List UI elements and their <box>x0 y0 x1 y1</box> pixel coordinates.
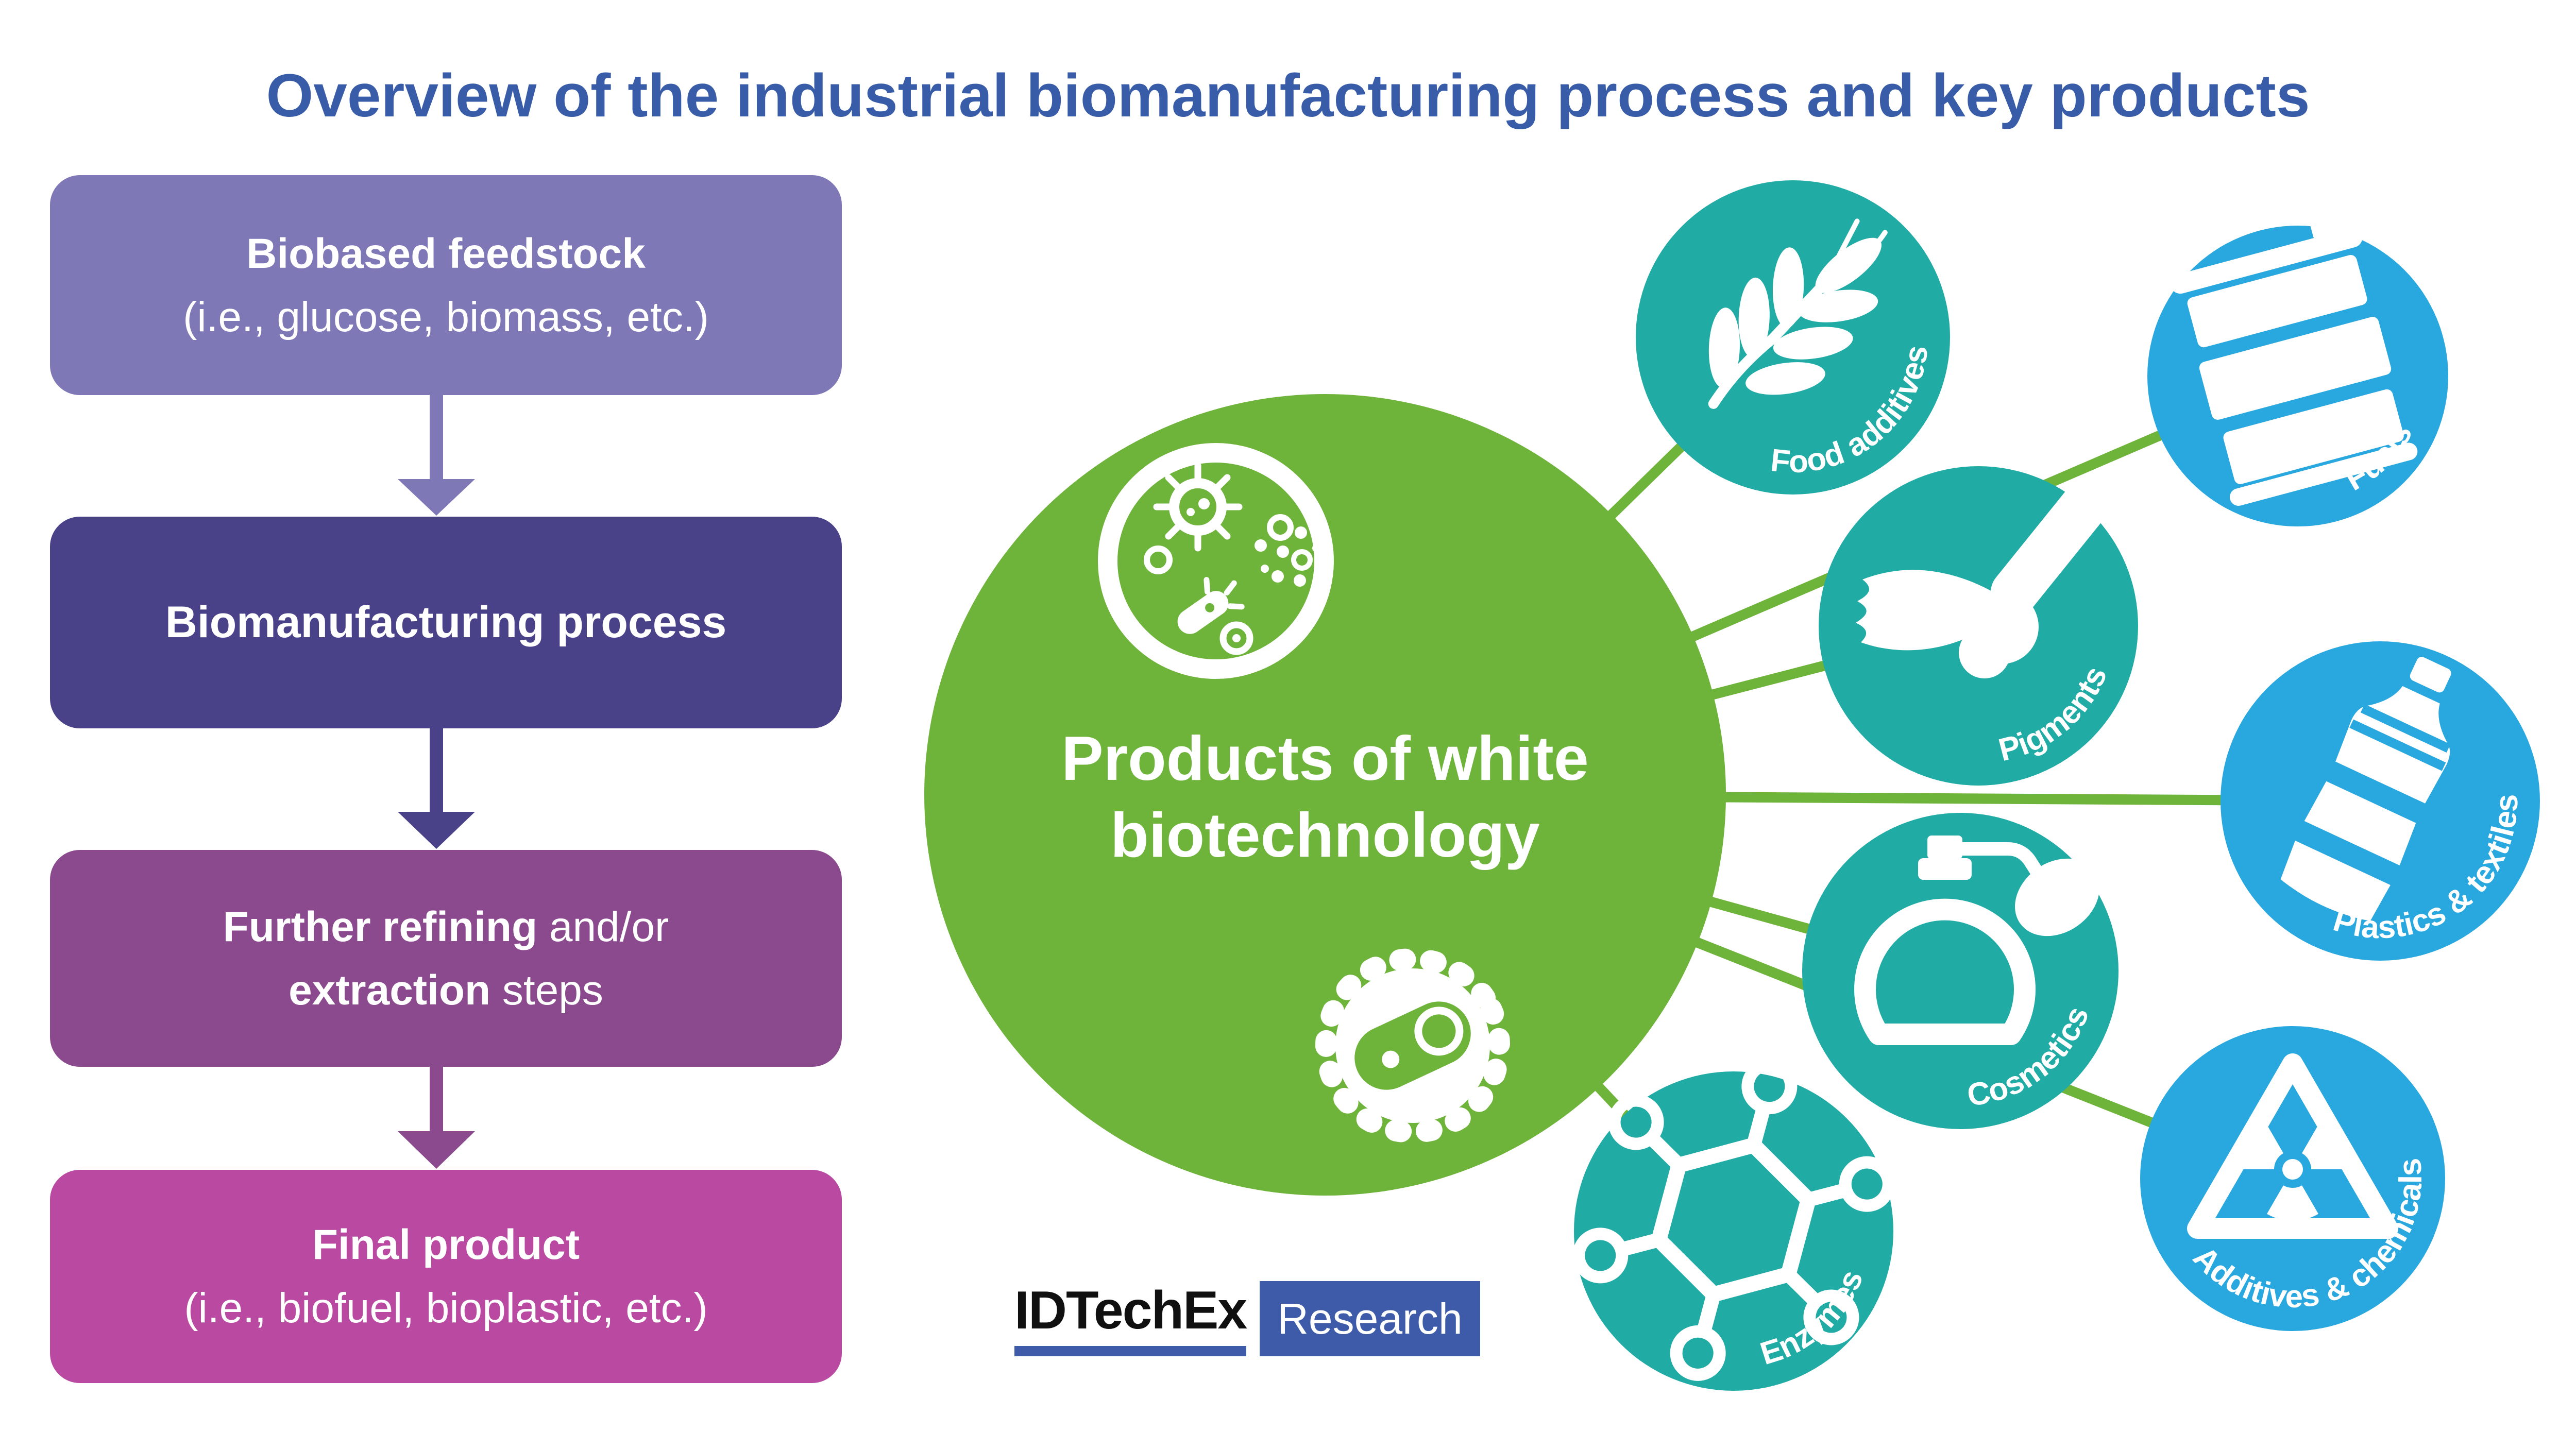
molecule-icon <box>1572 1059 1895 1381</box>
satellite-cosmetics: Cosmetics <box>1802 813 2119 1133</box>
box-subtext: (i.e., biofuel, bioplastic, etc.) <box>184 1285 708 1332</box>
box-heading: Biomanufacturing process <box>165 598 727 647</box>
perfume-icon <box>1854 836 2099 1045</box>
flow-box-final-product: Final product (i.e., biofuel, bioplastic… <box>50 1170 842 1383</box>
wheat-icon <box>1708 218 1888 409</box>
plastic-bottle-icon <box>2280 657 2451 922</box>
logo-research-box: Research <box>1260 1281 1480 1357</box>
radiation-icon <box>2187 1053 2398 1239</box>
box-heading: Further refining and/or <box>223 903 669 950</box>
page-title: Overview of the industrial biomanufactur… <box>266 62 2310 130</box>
flow-box-further-refining: Further refining and/or extraction steps <box>50 850 842 1067</box>
satellite-plastics-textiles: Plastics & textiles <box>2221 641 2563 989</box>
logo-underline-bar <box>1014 1346 1247 1357</box>
logo-brand-text: IDTechEx <box>1014 1281 1247 1340</box>
hub-disc <box>924 394 1726 1196</box>
petri-dish-icon <box>1098 443 1334 679</box>
arrow-down-icon <box>398 724 475 849</box>
box-heading: extraction steps <box>289 966 603 1014</box>
box-heading: Biobased feedstock <box>246 230 646 277</box>
bacteria-icon <box>1315 948 1510 1143</box>
hub-label-line2: biotechnology <box>1110 799 1540 870</box>
hub-circle <box>924 394 1726 1196</box>
satellite-fuels: Fuels <box>2147 212 2448 526</box>
oil-barrel-icon <box>2170 212 2418 506</box>
satellite-disc <box>1574 1071 1893 1391</box>
hub-label-line1: Products of white <box>1061 723 1589 793</box>
hub-label: Products of white biotechnology <box>913 720 1737 874</box>
arrow-down-icon <box>398 1063 475 1169</box>
flow-arrows <box>398 390 475 1169</box>
arrow-down-icon <box>398 390 475 516</box>
box-heading: Final product <box>312 1221 580 1268</box>
flow-box-biomanufacturing-process: Biomanufacturing process <box>50 517 842 728</box>
idtechex-logo: IDTechEx Research <box>1014 1281 1480 1357</box>
flow-box-biobased-feedstock: Biobased feedstock (i.e., glucose, bioma… <box>50 175 842 395</box>
satellite-pigments: Pigments <box>1819 466 2138 786</box>
paintbrush-icon <box>1856 476 2113 678</box>
satellite-additives-chemicals: Additives & chemicals <box>2140 1026 2468 1357</box>
box-subtext: (i.e., glucose, biomass, etc.) <box>183 293 709 340</box>
satellite-food-additives: Food additives <box>1636 180 1963 515</box>
logo-brand-wrap: IDTechEx <box>1014 1281 1247 1357</box>
